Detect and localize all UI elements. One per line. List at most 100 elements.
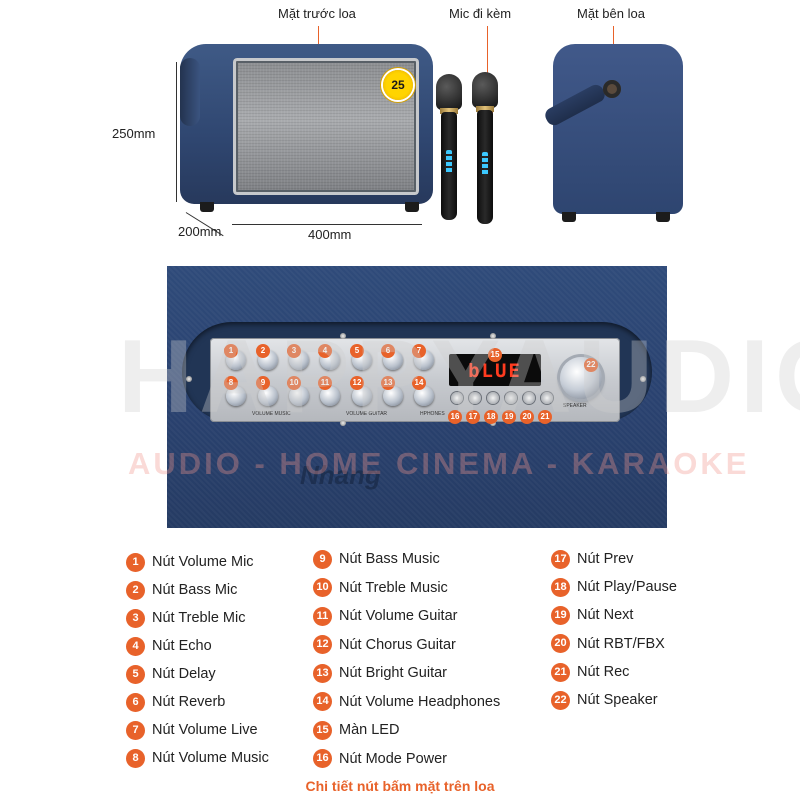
width-dimension: 400mm: [308, 227, 352, 242]
knob[interactable]: [320, 386, 340, 406]
legend-text: Nút Volume Music: [152, 750, 269, 766]
rbt-fbx-button[interactable]: [523, 392, 535, 404]
marker-10: 10: [287, 376, 301, 390]
height-dimension-line: [176, 62, 177, 202]
marker-4: 4: [318, 344, 332, 358]
watermark-logo: HAPPYAUDIO: [118, 319, 800, 435]
legend-number: 8: [126, 748, 145, 768]
knob[interactable]: [289, 386, 309, 406]
legend-number: 2: [126, 580, 145, 600]
marker-14: 14: [412, 376, 426, 390]
marker-12: 12: [350, 376, 364, 390]
legend-text: Nút Next: [577, 607, 634, 623]
legend-text: Nút Rec: [577, 664, 630, 680]
marker-7: 7: [412, 344, 426, 358]
legend-number: 11: [313, 606, 332, 626]
knob[interactable]: [258, 386, 278, 406]
mic-right-buttons: [482, 152, 488, 176]
plate-label-speaker: SPEAKER: [563, 403, 587, 409]
rec-button[interactable]: [541, 392, 553, 404]
marker-2: 2: [256, 344, 270, 358]
legend-number: 19: [551, 605, 570, 625]
led-display: bLUE: [449, 354, 541, 386]
height-dimension: 250mm: [112, 126, 156, 141]
mic-left-head: [436, 74, 462, 110]
marker-18: 18: [484, 410, 498, 424]
knob[interactable]: [352, 386, 372, 406]
legend-item: 22 Nút Speaker: [551, 686, 677, 714]
legend-number: 1: [126, 552, 145, 572]
mode-power-button[interactable]: [451, 392, 463, 404]
legend-item: 11 Nút Volume Guitar: [313, 602, 500, 631]
prev-button[interactable]: [469, 392, 481, 404]
anniversary-badge: 25: [383, 70, 413, 100]
speaker-foot-right: [405, 202, 419, 212]
mic-right-ring: [476, 106, 494, 112]
screw: [640, 376, 646, 382]
legend-text: Nút Mode Power: [339, 750, 447, 767]
legend-text: Nút RBT/FBX: [577, 635, 665, 652]
marker-22: 22: [584, 358, 598, 372]
legend-text: Nút Speaker: [577, 692, 658, 708]
plate-label-hphones: HPHONES: [420, 411, 445, 417]
marker-17: 17: [466, 410, 480, 424]
speaker-foot-left: [200, 202, 214, 212]
legend-text: Nút Bass Mic: [152, 582, 238, 598]
legend-text: Nút Volume Guitar: [339, 608, 458, 625]
marker-13: 13: [381, 376, 395, 390]
marker-6: 6: [381, 344, 395, 358]
marker-9: 9: [256, 376, 270, 390]
watermark-tagline: AUDIO - HOME CINEMA - KARAOKE: [128, 446, 750, 481]
legend-number: 22: [551, 690, 570, 710]
legend-number: 10: [313, 578, 332, 598]
knob[interactable]: [226, 386, 246, 406]
next-button[interactable]: [505, 392, 517, 404]
legend-text: Nút Delay: [152, 666, 216, 682]
legend-text: Nút Treble Music: [339, 579, 448, 596]
legend-number: 21: [551, 662, 570, 682]
brand-emboss: Nhang: [300, 460, 381, 490]
legend-item: 4 Nút Echo: [126, 632, 269, 660]
legend-text: Nút Treble Mic: [152, 610, 246, 626]
speaker-side-body: [553, 44, 683, 214]
legend-text: Nút Volume Headphones: [339, 693, 501, 710]
legend-item: 10 Nút Treble Music: [313, 574, 500, 603]
marker-8: 8: [224, 376, 238, 390]
marker-3: 3: [287, 344, 301, 358]
legend-item: 2 Nút Bass Mic: [126, 576, 269, 604]
legend-number: 14: [313, 692, 332, 712]
legend-number: 17: [551, 549, 570, 569]
legend-item: 21 Nút Rec: [551, 658, 677, 686]
marker-20: 20: [520, 410, 534, 424]
mic-left-ring: [440, 108, 458, 114]
callout-mic-line: [487, 26, 488, 110]
width-dimension-line: [232, 224, 422, 225]
legend-text: Nút Volume Live: [152, 722, 258, 738]
marker-5: 5: [350, 344, 364, 358]
marker-16: 16: [448, 410, 462, 424]
knob[interactable]: [383, 386, 403, 406]
play-pause-button[interactable]: [487, 392, 499, 404]
legend-text: Màn LED: [339, 722, 400, 739]
footer-title: Chi tiết nút bấm mặt trên loa: [305, 778, 495, 794]
knob[interactable]: [414, 386, 434, 406]
legend-number: 15: [313, 720, 332, 740]
legend-text: Nút Bass Music: [339, 551, 440, 568]
legend-text: Nút Play/Pause: [577, 579, 677, 595]
legend-item: 19 Nút Next: [551, 601, 677, 629]
marker-19: 19: [502, 410, 516, 424]
legend-number: 4: [126, 636, 145, 656]
legend-text: Nút Echo: [152, 638, 212, 654]
legend-item: 15 Màn LED: [313, 716, 500, 745]
speaker-front-handle: [180, 58, 200, 126]
